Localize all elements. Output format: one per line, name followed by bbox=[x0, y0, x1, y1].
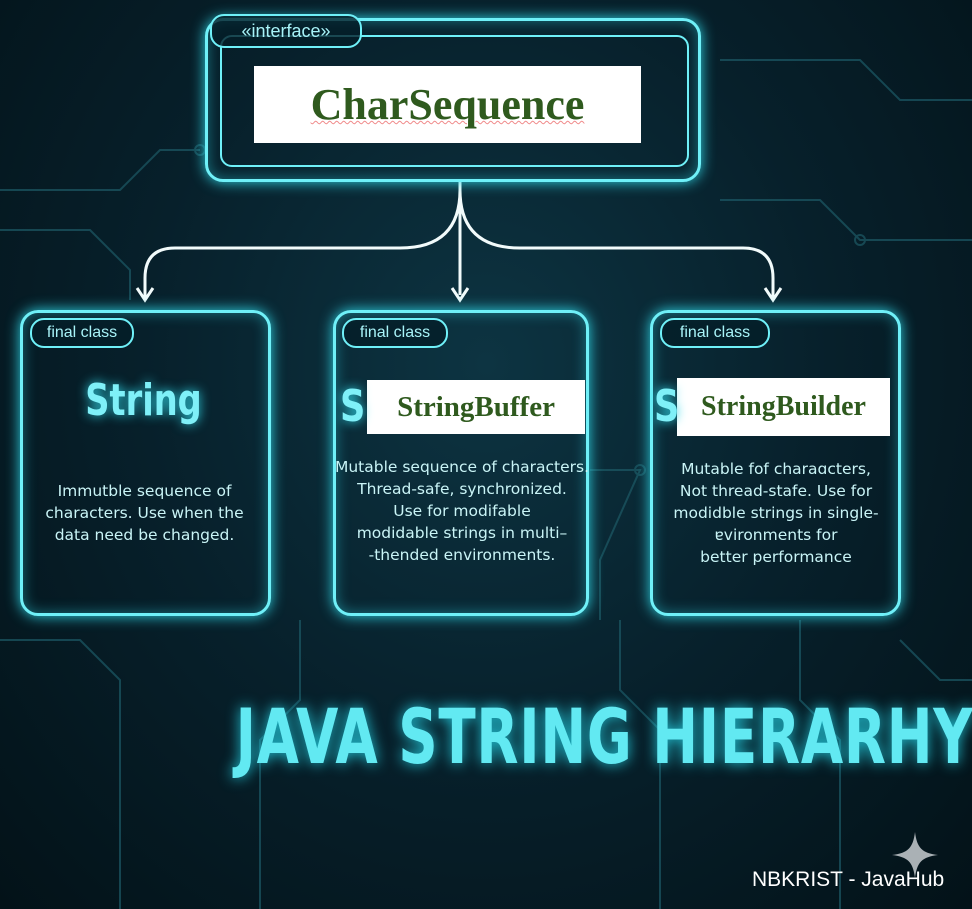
hidden-initial: S bbox=[654, 381, 680, 432]
class-description: Mutable sequence of characters. Thread-s… bbox=[333, 456, 591, 566]
desc-line: better performance bbox=[700, 548, 852, 566]
desc-line: -thended environments. bbox=[368, 546, 556, 564]
diagram-title: JAVA STRING HIERARHY bbox=[235, 692, 972, 781]
desc-line: Mutable fof charaɑcters, bbox=[681, 460, 871, 478]
desc-line: Use for modifable bbox=[393, 502, 531, 520]
class-box-stringbuilder bbox=[650, 310, 901, 616]
interface-name: CharSequence bbox=[254, 66, 641, 143]
class-tag: final class bbox=[342, 318, 448, 348]
desc-line: ɐvironments for bbox=[714, 526, 838, 544]
class-description: Immutble sequence of characters. Use whe… bbox=[22, 480, 267, 546]
desc-line: Not thread-stafe. Use for bbox=[679, 482, 873, 500]
interface-box bbox=[205, 18, 701, 182]
class-description: Mutable fof charaɑcters, Not thread-staf… bbox=[650, 458, 902, 568]
inheritance-arrows bbox=[135, 182, 783, 303]
desc-line: modidable strings in multi– bbox=[356, 524, 568, 542]
desc-line: Mutable sequence of characters. bbox=[334, 458, 590, 476]
desc-line: Thread-safe, synchronized. bbox=[357, 480, 567, 498]
interface-stereotype: «interface» bbox=[210, 14, 362, 48]
desc-line: data need be changed. bbox=[54, 526, 235, 544]
desc-line: characters. Use when the bbox=[45, 504, 244, 522]
desc-line: modidble strings in single- bbox=[673, 504, 879, 522]
hidden-initial: S bbox=[340, 381, 366, 432]
sparkle-icon bbox=[892, 832, 938, 878]
class-tag: final class bbox=[660, 318, 770, 348]
class-tag: final class bbox=[30, 318, 134, 348]
interface-inner-frame bbox=[220, 35, 689, 167]
class-box-string bbox=[20, 310, 271, 616]
footer-credit: NBKRIST - JavaHub bbox=[752, 868, 945, 891]
class-box-stringbuffer bbox=[333, 310, 589, 616]
class-name: String bbox=[85, 375, 202, 426]
class-name: StringBuffer bbox=[367, 380, 585, 434]
class-name: StringBuilder bbox=[677, 378, 890, 436]
desc-line: Immutble sequence of bbox=[57, 482, 232, 500]
